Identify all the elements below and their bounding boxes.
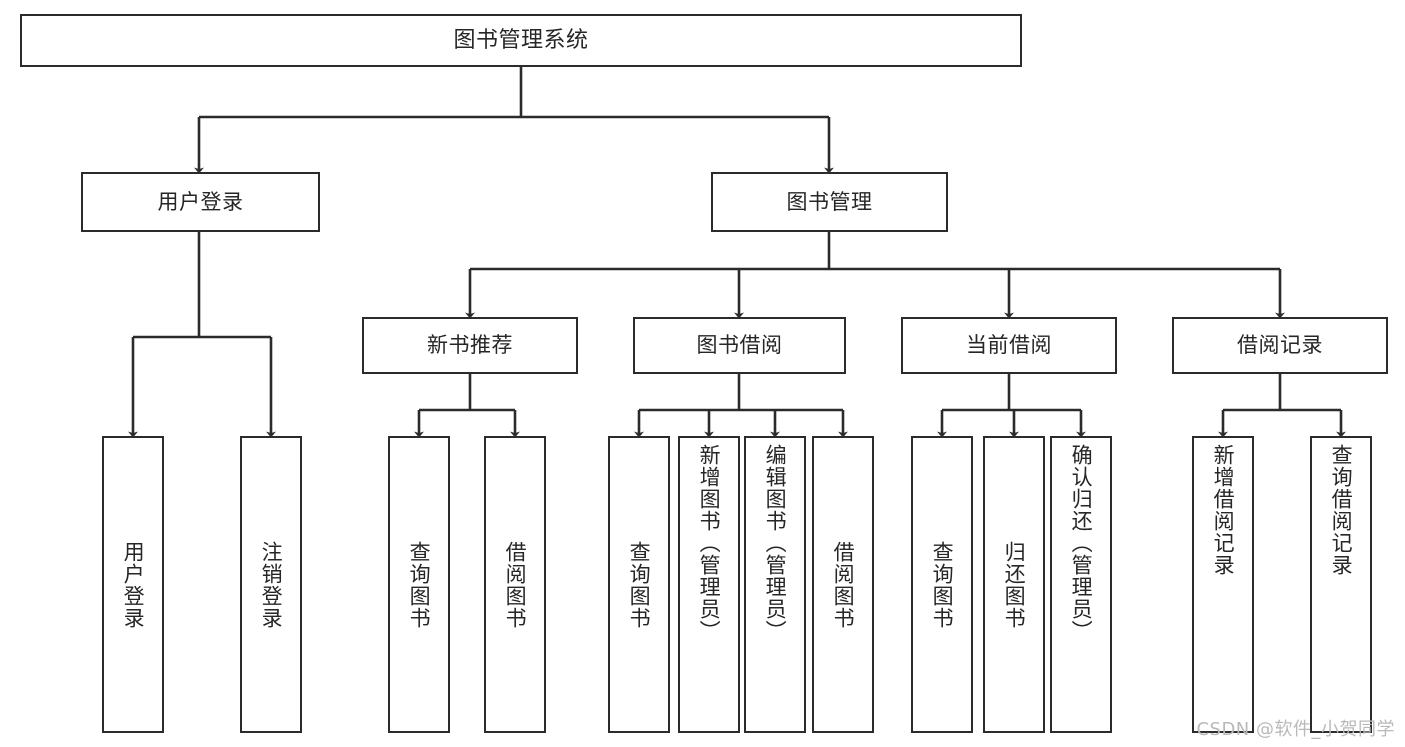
leaf-node-3[interactable]: 借阅图书 xyxy=(484,436,546,733)
leaf-node-0[interactable]: 用户登录 xyxy=(102,436,164,733)
node-label: 用户登录 xyxy=(157,189,244,214)
leaf-node-7[interactable]: 借阅图书 xyxy=(812,436,874,733)
leaf-node-11[interactable]: 新增借阅记录 xyxy=(1192,436,1254,733)
node-label: 新增借阅记录 xyxy=(1211,444,1236,576)
connector-lines xyxy=(128,67,1346,438)
node-label: 查询图书 xyxy=(407,540,432,629)
leaf-node-8[interactable]: 查询图书 xyxy=(911,436,973,733)
node-label: 借阅图书 xyxy=(503,540,528,629)
watermark-text: CSDN @软件_小贺同学 xyxy=(1196,719,1395,740)
level2-node-1[interactable]: 图书管理 xyxy=(711,172,948,232)
node-label: 用户登录 xyxy=(121,540,146,629)
leaf-node-4[interactable]: 查询图书 xyxy=(608,436,670,733)
level3-node-3[interactable]: 借阅记录 xyxy=(1172,317,1388,374)
node-label: 编辑图书（管理员） xyxy=(763,444,788,642)
leaf-node-5[interactable]: 新增图书（管理员） xyxy=(678,436,740,733)
node-label: 查询图书 xyxy=(627,540,652,629)
leaf-node-12[interactable]: 查询借阅记录 xyxy=(1310,436,1372,733)
root-node-book-management-system[interactable]: 图书管理系统 xyxy=(20,14,1022,67)
node-label: 当前借阅 xyxy=(966,333,1052,358)
node-label: 借阅图书 xyxy=(831,540,856,629)
level3-node-1[interactable]: 图书借阅 xyxy=(633,317,846,374)
node-label: 图书管理系统 xyxy=(453,27,589,53)
leaf-node-2[interactable]: 查询图书 xyxy=(388,436,450,733)
node-label: 图书管理 xyxy=(786,189,873,214)
node-label: 新书推荐 xyxy=(427,333,513,358)
level3-node-2[interactable]: 当前借阅 xyxy=(901,317,1117,374)
node-label: 注销登录 xyxy=(259,540,284,629)
node-label: 查询图书 xyxy=(930,540,955,629)
leaf-node-6[interactable]: 编辑图书（管理员） xyxy=(744,436,806,733)
node-label: 查询借阅记录 xyxy=(1329,444,1354,576)
leaf-node-9[interactable]: 归还图书 xyxy=(983,436,1045,733)
leaf-node-10[interactable]: 确认归还（管理员） xyxy=(1050,436,1112,733)
leaf-node-1[interactable]: 注销登录 xyxy=(240,436,302,733)
node-label: 图书借阅 xyxy=(696,333,783,358)
node-label: 确认归还（管理员） xyxy=(1069,444,1094,642)
level3-node-0[interactable]: 新书推荐 xyxy=(362,317,578,374)
level2-node-0[interactable]: 用户登录 xyxy=(81,172,320,232)
node-label: 借阅记录 xyxy=(1237,333,1323,358)
node-label: 归还图书 xyxy=(1002,540,1027,629)
node-label: 新增图书（管理员） xyxy=(697,444,722,642)
